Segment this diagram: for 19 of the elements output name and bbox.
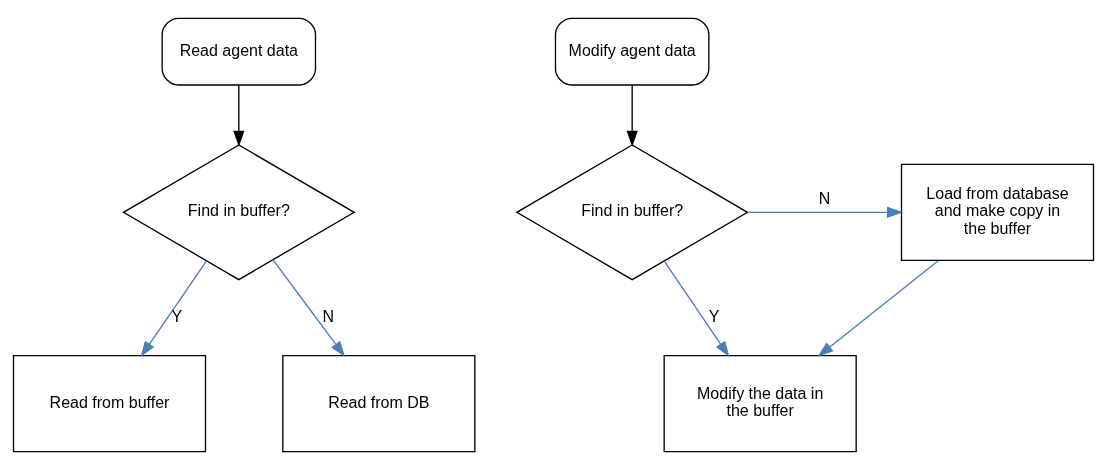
arrow <box>233 84 245 147</box>
edge-label: Y <box>708 307 720 325</box>
node-box: Modify the data in the buffer <box>663 354 857 452</box>
arrow <box>747 206 904 218</box>
arrow <box>140 260 207 357</box>
node-diamond: Find in buffer? <box>122 143 356 280</box>
node-box: Read agent data <box>161 17 317 86</box>
arrow <box>663 260 730 357</box>
arrow <box>272 258 346 357</box>
edge-label: N <box>322 307 334 325</box>
edge-label: Y <box>171 307 183 325</box>
node-diamond: Find in buffer? <box>515 143 749 280</box>
node-box: Modify agent data <box>554 17 710 86</box>
arrow <box>817 259 939 357</box>
node-box: Load from database and make copy in the buffer <box>900 163 1095 261</box>
node-box: Read from DB <box>282 354 476 452</box>
arrow <box>626 84 638 147</box>
edge-label: N <box>818 189 831 207</box>
node-box: Read from buffer <box>12 354 207 452</box>
